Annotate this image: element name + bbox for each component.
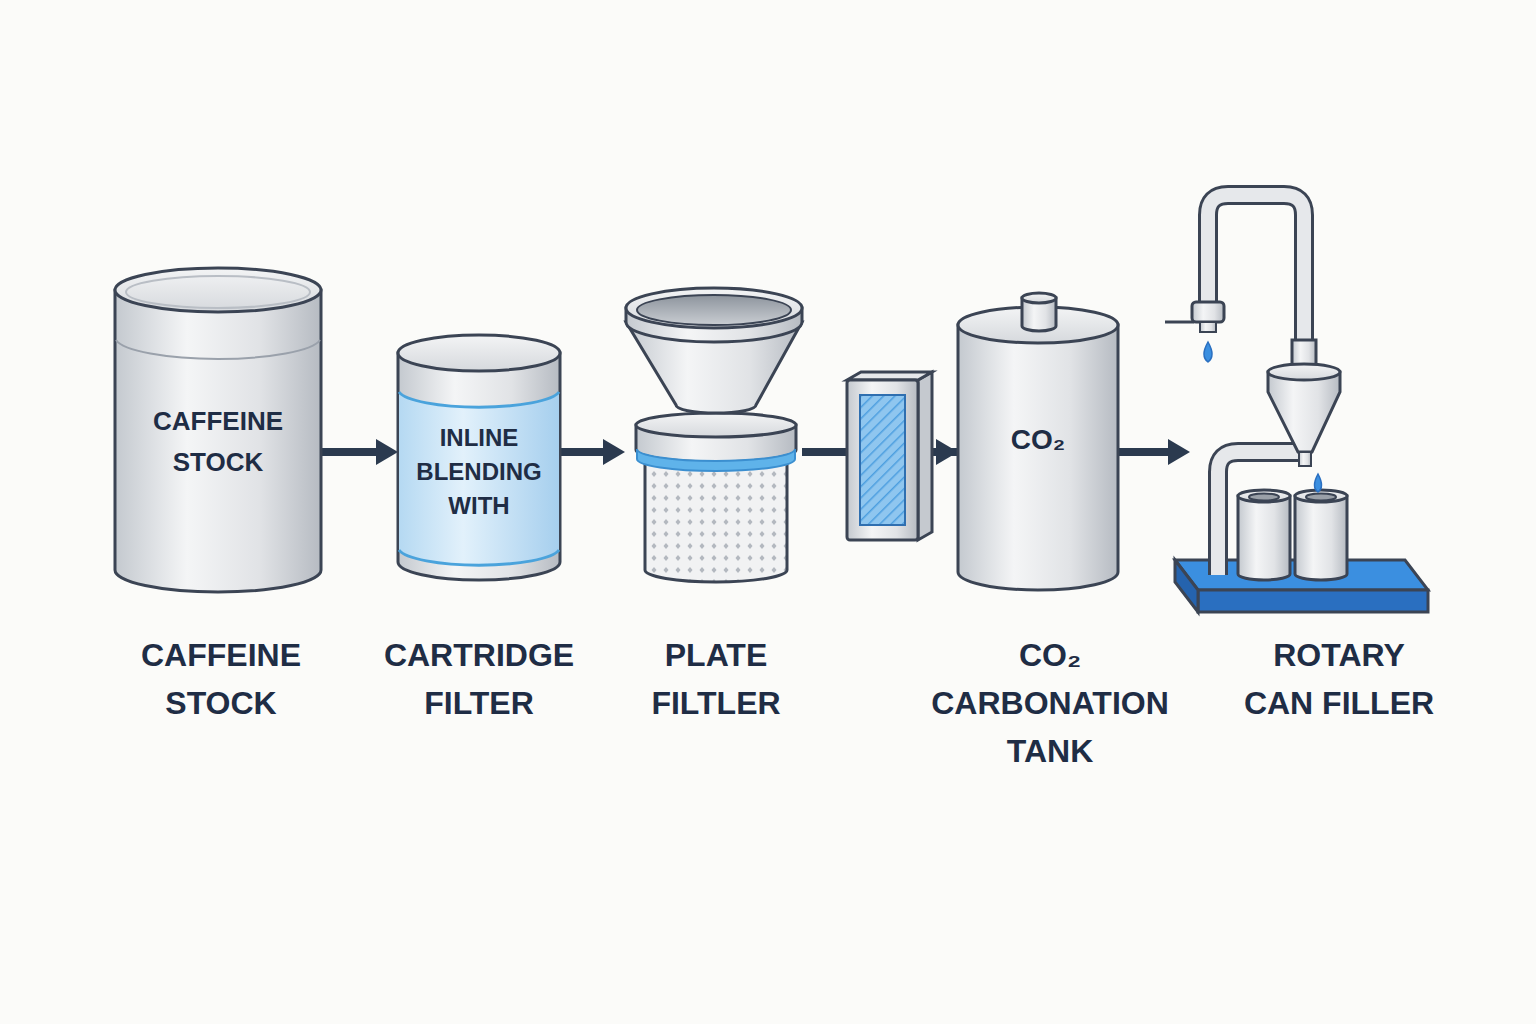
flow-arrow [560, 448, 625, 456]
filter-block [847, 372, 958, 540]
filter-block-part [860, 395, 905, 525]
carbonation-tank-part [958, 325, 1118, 590]
unit-caption: CARTRIDGE FILTER [364, 631, 594, 727]
plate-filter-part [636, 413, 796, 437]
can-filler-part [1192, 302, 1224, 322]
can-filler-part [1249, 494, 1279, 501]
can-filler-part [1165, 321, 1194, 324]
can-filler-part [1175, 560, 1198, 612]
carbonation-tank [958, 293, 1118, 590]
can-filler-part [1200, 322, 1216, 332]
unit-label: CO₂ [968, 423, 1108, 457]
process-unit: INLINE BLENDING WITHCARTRIDGE FILTER [398, 353, 560, 562]
process-unit: CAFFEINE STOCKCAFFEINE STOCK [115, 290, 321, 570]
unit-caption: ROTARY CAN FILLER [1239, 631, 1439, 727]
can-filler-part [1315, 474, 1322, 492]
unit-label: CAFFEINE STOCK [123, 401, 313, 483]
cartridge-filter-part [399, 550, 559, 565]
can-filler-part [1295, 490, 1347, 502]
cartridge-filter-part [399, 392, 559, 565]
storage-tank [115, 268, 321, 592]
filter-block-part [918, 372, 932, 540]
plate-filter-part [645, 455, 787, 582]
can-filler-part [1295, 496, 1347, 580]
flow-arrow [321, 448, 398, 456]
plate-filter [626, 288, 802, 582]
unit-caption: CO₂ CARBONATION TANK [920, 631, 1180, 775]
storage-tank-part [116, 340, 320, 359]
storage-tank-part [126, 276, 310, 308]
storage-tank-part [115, 290, 321, 592]
can-filler-part [1238, 490, 1290, 502]
plate-filter-part [626, 288, 802, 328]
can-filler-part [1268, 364, 1340, 380]
can-filler-part [1306, 494, 1336, 501]
storage-tank-part [115, 268, 321, 312]
unit-caption: CAFFEINE STOCK [121, 631, 321, 727]
can-filler-part [1268, 372, 1340, 452]
process-unit: CO₂CO₂ CARBONATION TANK [958, 307, 1118, 572]
plate-filter-part [637, 295, 791, 325]
unit-caption: PLATE FILTLER [626, 631, 806, 727]
cartridge-filter-part [399, 392, 559, 407]
can-filler-part [1238, 496, 1290, 580]
filter-block-part [930, 448, 958, 456]
process-unit: ROTARY CAN FILLER [1190, 190, 1430, 615]
can-filler-part [1299, 452, 1311, 466]
carbonation-tank-part [1022, 293, 1056, 303]
process-unit: PLATE FILTLER [625, 300, 802, 582]
can-filler-part [1198, 590, 1428, 612]
cartridge-filter-part [398, 335, 560, 371]
cartridge-filter-part [398, 353, 560, 580]
filter-block-part [847, 380, 918, 540]
can-filler-part [1204, 342, 1212, 362]
plate-filter-part [637, 449, 795, 471]
cartridge-filter [398, 335, 560, 580]
flow-arrow [1118, 448, 1190, 456]
can-filler [1165, 195, 1428, 612]
unit-label: INLINE BLENDING WITH [407, 421, 552, 523]
